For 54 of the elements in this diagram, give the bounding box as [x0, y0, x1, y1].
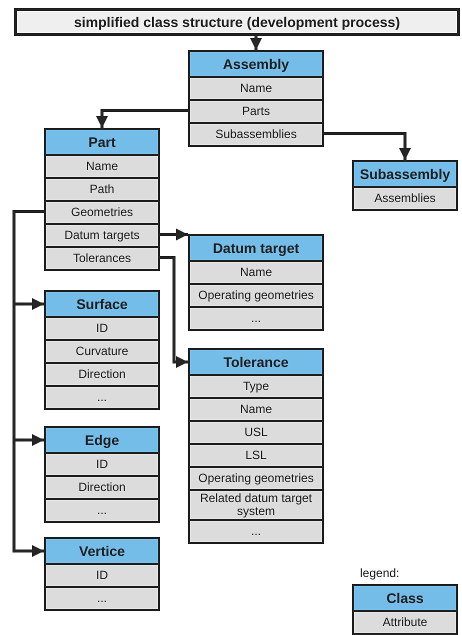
legend-key: Class: [354, 586, 456, 610]
class-box: [44, 426, 160, 523]
attribute-row: Parts: [190, 99, 322, 122]
attribute-row: USL: [190, 420, 322, 443]
attribute-row: Datum targets: [46, 223, 158, 246]
class-name: Subassembly: [354, 162, 456, 186]
legend-heading: legend:: [360, 566, 400, 580]
arrow: [322, 132, 411, 160]
legend-key: Attribute: [354, 610, 456, 633]
attribute-row: ...: [190, 306, 322, 329]
class-name: Surface: [46, 292, 158, 316]
class-name: Tolerance: [190, 350, 322, 374]
arrow: [250, 36, 262, 50]
attribute-row: ...: [46, 586, 158, 609]
attribute-row: Direction: [46, 362, 158, 385]
attribute-row: Direction: [46, 475, 158, 498]
attribute-row: Name: [190, 76, 322, 99]
attribute-row: Name: [190, 397, 322, 420]
class-box: [44, 128, 160, 271]
attribute-row: Related datum target system: [190, 489, 322, 519]
attribute-row: Assemblies: [354, 186, 456, 209]
attribute-row: Type: [190, 374, 322, 397]
arrow: [96, 109, 190, 128]
attribute-row: ID: [46, 563, 158, 586]
attribute-row: Name: [190, 260, 322, 283]
attribute-row: Subassemblies: [190, 122, 322, 145]
attribute-row: Curvature: [46, 339, 158, 362]
attribute-row: ...: [46, 385, 158, 408]
class-box: [188, 50, 324, 147]
class-box: [44, 290, 160, 410]
attribute-row: ...: [46, 498, 158, 521]
attribute-row: ...: [190, 519, 322, 542]
arrow: [158, 228, 188, 240]
class-name: Vertice: [46, 539, 158, 563]
class-box: [352, 160, 458, 211]
class-box: [44, 537, 160, 611]
attribute-row: Operating geometries: [190, 466, 322, 489]
arrow: [12, 210, 46, 557]
class-name: Datum target: [190, 236, 322, 260]
attribute-row: Path: [46, 177, 158, 200]
class-name: Assembly: [190, 52, 322, 76]
attribute-row: Tolerances: [46, 246, 158, 269]
class-name: Edge: [46, 428, 158, 452]
class-box: [188, 348, 324, 544]
attribute-row: Operating geometries: [190, 283, 322, 306]
class-box: [188, 234, 324, 331]
arrow: [158, 256, 188, 368]
attribute-row: ID: [46, 452, 158, 475]
attribute-row: ID: [46, 316, 158, 339]
attribute-row: LSL: [190, 443, 322, 466]
heading-box: simplified class structure (development process): [14, 8, 460, 36]
attribute-row: Geometries: [46, 200, 158, 223]
attribute-row: Name: [46, 154, 158, 177]
class-name: Part: [46, 130, 158, 154]
